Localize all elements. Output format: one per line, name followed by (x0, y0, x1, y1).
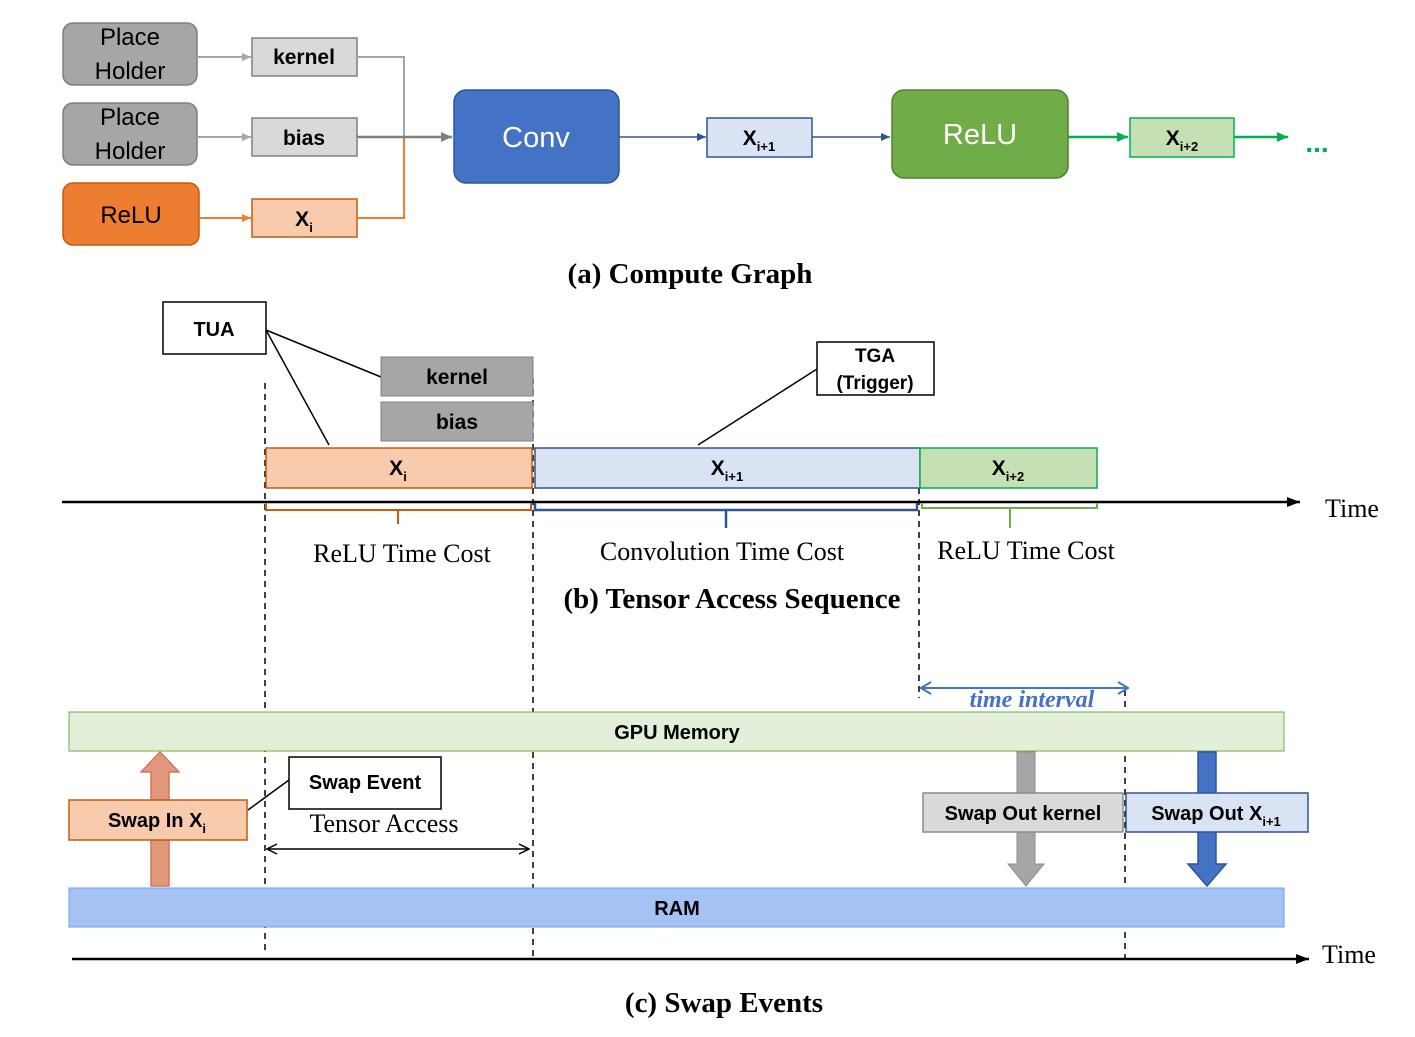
xi1-tensor-box (706, 117, 813, 158)
xi2-access-bar (919, 447, 1098, 489)
relu-source-node (62, 182, 200, 246)
xi-tensor-label: Xi (295, 208, 313, 235)
time-interval-label: time interval (970, 687, 1095, 713)
time-axis-c-label: Time (1322, 940, 1376, 969)
swap-event-callout-box (288, 756, 442, 810)
swap-out-x-label: Swap Out Xi+1 (1151, 803, 1281, 829)
swap-event-pointer (247, 779, 290, 811)
xi-access-label: Xi (389, 457, 407, 484)
placeholder-1-label-line2: Holder (95, 58, 166, 85)
gpu-memory-bar (68, 711, 1285, 752)
ram-label: RAM (654, 898, 700, 920)
swap-in-label: Swap In Xi (108, 810, 206, 836)
tga-callout-box (816, 341, 935, 396)
relu-source-label: ReLU (100, 202, 161, 229)
tga-label-line2: (Trigger) (836, 373, 913, 394)
relu-label: ReLU (943, 119, 1017, 151)
relu-cost-brace-2 (921, 503, 1098, 528)
edge-kernel-merge (357, 56, 405, 137)
kernel-access-bar (380, 356, 534, 397)
relu-cost-label-2: ReLU Time Cost (937, 536, 1115, 565)
kernel-tensor-box (251, 37, 358, 77)
relu-node (891, 89, 1069, 179)
tga-pointer (697, 368, 818, 446)
conv-label: Conv (502, 122, 570, 154)
conv-cost-brace (533, 503, 919, 528)
tua-label: TUA (193, 319, 234, 341)
caption-tensor-access-sequence: (b) Tensor Access Sequence (563, 583, 900, 615)
conv-cost-label: Convolution Time Cost (600, 537, 845, 566)
kernel-tensor-label: kernel (273, 46, 335, 69)
compute-graph: Place Holder Place Holder ReLU kernel bi… (62, 22, 1329, 290)
edge-xi-merge (357, 137, 405, 219)
bias-access-label: bias (436, 411, 478, 434)
xi1-access-label: Xi+1 (711, 457, 743, 484)
swap-out-x-box (1125, 792, 1309, 833)
tga-label-line1: TGA (855, 346, 895, 367)
xi2-access-label: Xi+2 (992, 457, 1024, 484)
placeholder-2-label-line1: Place (100, 104, 160, 131)
tensor-access-label: Tensor Access (309, 809, 458, 838)
swap-events: time interval GPU Memory RAM Swap In Xi … (68, 687, 1376, 1019)
placeholder-2-label-line2: Holder (95, 138, 166, 165)
xi-access-bar (265, 447, 533, 489)
swap-event-label: Swap Event (309, 772, 422, 794)
gpu-memory-label: GPU Memory (614, 722, 740, 744)
xi1-tensor-label: Xi+1 (743, 127, 775, 154)
placeholder-1-label-line1: Place (100, 24, 160, 51)
placeholder-node-2 (62, 102, 198, 166)
time-axis-b-label: Time (1325, 494, 1379, 523)
xi-tensor-box (251, 198, 358, 238)
continuation-ellipsis: ... (1305, 127, 1328, 158)
bias-tensor-box (251, 117, 358, 157)
xi2-tensor-label: Xi+2 (1166, 127, 1198, 154)
xi1-access-bar (534, 447, 921, 489)
tua-pointer-xi (265, 329, 330, 446)
placeholder-node-1 (62, 22, 198, 86)
relu-cost-label-1: ReLU Time Cost (313, 539, 491, 568)
kernel-access-label: kernel (426, 366, 488, 389)
swap-in-box (68, 799, 248, 841)
swap-out-kernel-box (922, 792, 1124, 833)
ram-bar (68, 887, 1285, 928)
relu-cost-brace-1 (265, 503, 532, 524)
tensor-access-sequence: TUA kernel bias TGA (Trigger) Xi Xi+1 Xi… (62, 301, 1379, 615)
bias-access-bar (380, 401, 534, 442)
xi2-tensor-box (1129, 117, 1235, 158)
bias-tensor-label: bias (283, 127, 325, 150)
caption-compute-graph: (a) Compute Graph (568, 258, 813, 290)
swap-out-kernel-label: Swap Out kernel (945, 803, 1102, 825)
tua-callout-box (162, 301, 267, 355)
caption-swap-events: (c) Swap Events (625, 987, 823, 1019)
tua-pointer-kernel (265, 329, 382, 378)
